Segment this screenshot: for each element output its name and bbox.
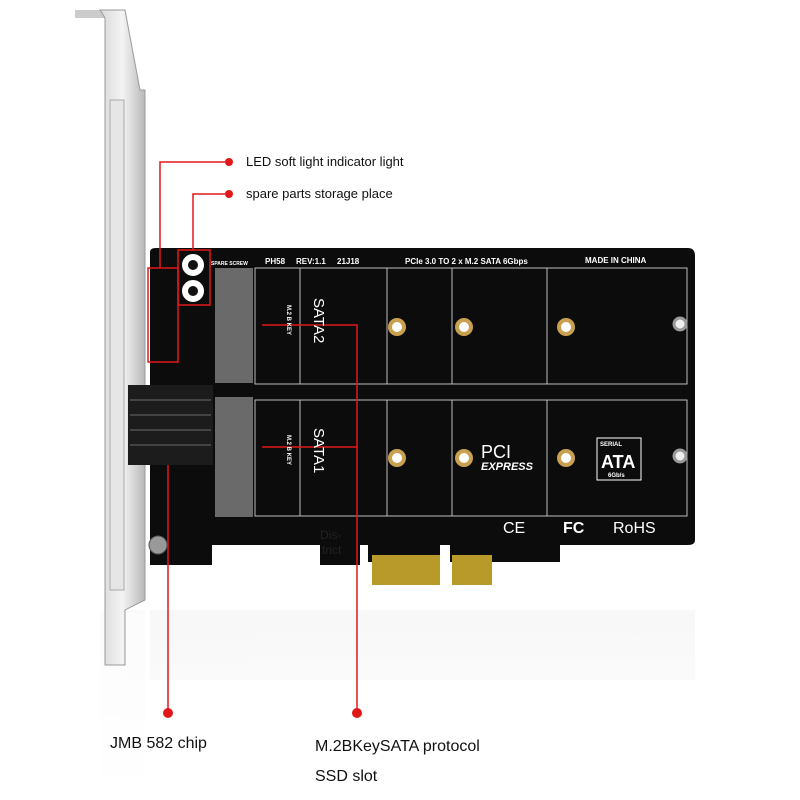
sata-logo-bot: 6Gb/s [608,473,625,479]
slot2-label: SATA2 [310,298,327,343]
standoffs [388,318,575,467]
silk-desc: PCIe 3.0 TO 2 x M.2 SATA 6Gbps [405,257,528,266]
pci-logo: PCI [481,442,511,462]
callout-spare: spare parts storage place [246,186,393,201]
callout-slot-1: M.2BKeySATA protocol [315,738,480,755]
callout-slot-2: SSD slot [315,768,378,785]
key-label-2: M.2 B KEY [285,305,291,335]
callout-dots [163,158,362,718]
rohs-mark: RoHS [613,520,656,537]
slot1-label: SATA1 [310,428,327,473]
metal-bracket [75,9,146,666]
district-1: Dis- [320,528,341,542]
key-label-1: M.2 B KEY [285,435,291,465]
silk-date: 21J18 [337,257,360,266]
callout-lines [147,161,358,713]
silk-origin: MADE IN CHINA [585,256,647,265]
silk-rev: REV:1.1 [296,257,326,266]
callout-chip: JMB 582 chip [110,735,207,752]
ce-mark: CE [503,520,525,537]
heatsink [128,385,213,465]
pci-express: EXPRESS [481,461,534,473]
sata-logo-mid: ATA [601,452,635,472]
silk-model: PH58 [265,257,286,266]
spare-screws [182,254,204,302]
district-2: trict [322,543,342,557]
callout-led: LED soft light indicator light [246,154,404,169]
fc-mark: FC [563,520,585,537]
m2-connectors [215,268,253,517]
sata-logo-top: SERIAL [600,442,622,448]
gold-fingers [372,555,492,585]
silk-spare: SPARE SCREW [211,261,248,267]
